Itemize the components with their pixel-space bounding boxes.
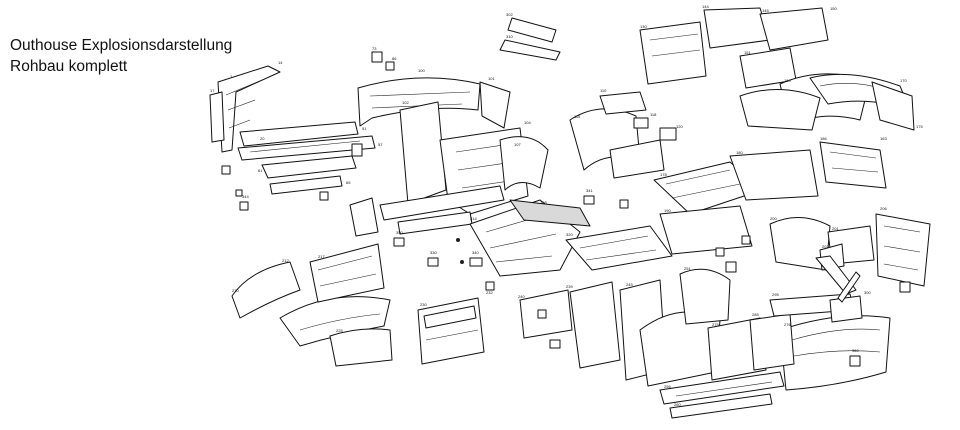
part-number-label: 240 bbox=[518, 294, 525, 299]
part-number-label: 310 bbox=[506, 34, 513, 39]
part-number-label: 130 bbox=[640, 24, 647, 29]
part-number-label: 115 bbox=[574, 114, 581, 119]
part-number-label: 251 bbox=[684, 266, 691, 271]
part-number-label: 61 bbox=[258, 168, 263, 173]
part-number-label: 108 bbox=[540, 200, 547, 205]
part-number-label: 344 bbox=[242, 194, 249, 199]
part-number-label: 340 bbox=[472, 250, 479, 255]
rear-quarter-lower-group bbox=[749, 293, 891, 391]
part-number-label: 51 bbox=[362, 126, 367, 131]
part-number-label: 20 bbox=[260, 136, 265, 141]
center-side-frame-group bbox=[349, 101, 549, 237]
part-number-label: 150 bbox=[830, 6, 837, 11]
part-number-label: 302 bbox=[506, 12, 513, 17]
rear-quarter-panel-group bbox=[357, 51, 511, 129]
part-number-label: 350 bbox=[396, 230, 403, 235]
part-number-label: 285 bbox=[752, 312, 759, 317]
part-number-label: 232 bbox=[486, 290, 493, 295]
part-number-label: 275 bbox=[712, 322, 719, 327]
part-number-label: 207 bbox=[822, 244, 829, 249]
part-number-label: 180 bbox=[736, 150, 743, 155]
part-number-label: 320 bbox=[566, 232, 573, 237]
diagram-caption: Outhouse Explosionsdarstellung Rohbau ko… bbox=[10, 35, 232, 77]
part-number-label: 256 bbox=[664, 384, 671, 389]
part-number-label: 151 bbox=[744, 50, 751, 55]
rear-floor-group bbox=[653, 141, 931, 287]
part-number-label: 170 bbox=[900, 78, 907, 83]
part-number-label: 239 bbox=[566, 284, 573, 289]
part-number-label: 163 bbox=[880, 136, 887, 141]
part-number-label: 190 bbox=[664, 208, 671, 213]
part-number-label: 175 bbox=[916, 124, 923, 129]
part-number-label: 186 bbox=[820, 136, 827, 141]
front-panels-group bbox=[231, 243, 485, 367]
part-number-label: 65 bbox=[346, 180, 351, 185]
part-number-label: 200 bbox=[770, 216, 777, 221]
part-number-label: 206 bbox=[880, 206, 887, 211]
part-number-label: 245 bbox=[626, 282, 633, 287]
part-number-label: 145 bbox=[762, 8, 769, 13]
lower-sill-group bbox=[519, 268, 785, 419]
caption-title: Outhouse Explosionsdarstellung bbox=[10, 37, 233, 54]
part-number-label: 102 bbox=[402, 100, 409, 105]
part-number-label: 360 bbox=[852, 348, 859, 353]
part-number-label: 14 bbox=[278, 60, 283, 65]
fastener-parts-group bbox=[239, 191, 911, 367]
part-number-label: 276 bbox=[784, 322, 791, 327]
part-number-label: 314 bbox=[470, 216, 477, 221]
part-number-label: 295 bbox=[772, 292, 779, 297]
part-number-label: 210 bbox=[232, 288, 239, 293]
part-number-label: 110 bbox=[600, 88, 607, 93]
part-number-label: 160 bbox=[784, 78, 791, 83]
part-number-label: 73 bbox=[372, 46, 377, 51]
caption-subtitle: Rohbau komplett bbox=[10, 58, 128, 75]
part-number-label: 118 bbox=[650, 112, 657, 117]
part-number-label: 104 bbox=[524, 120, 531, 125]
rear-upper-group bbox=[639, 7, 915, 131]
part-number-label: 260 bbox=[674, 402, 681, 407]
part-number-label: 120 bbox=[676, 124, 683, 129]
part-number-label: 57 bbox=[378, 142, 383, 147]
wheel-housing-group bbox=[569, 91, 677, 179]
part-number-label: 86 bbox=[392, 56, 397, 61]
part-number-label: 225 bbox=[336, 328, 343, 333]
part-number-label: 201 bbox=[832, 226, 839, 231]
part-number-label: 1 bbox=[230, 74, 233, 79]
part-number-label: 230 bbox=[420, 302, 427, 307]
part-number-label: 330 bbox=[430, 250, 437, 255]
part-number-label: 100 bbox=[418, 68, 425, 73]
part-number-label: 341 bbox=[586, 188, 593, 193]
left-side-frame-group bbox=[209, 65, 376, 197]
floor-assembly-group bbox=[469, 17, 673, 277]
part-number-label: 212 bbox=[282, 258, 289, 263]
part-number-label: 101 bbox=[488, 76, 495, 81]
part-number-label: 17 bbox=[210, 88, 215, 93]
part-number-label: 107 bbox=[514, 142, 521, 147]
part-number-label: 217 bbox=[318, 254, 325, 259]
part-number-label: 144 bbox=[702, 4, 709, 9]
part-number-label: 300 bbox=[864, 290, 871, 295]
part-number-label: 178 bbox=[660, 172, 667, 177]
